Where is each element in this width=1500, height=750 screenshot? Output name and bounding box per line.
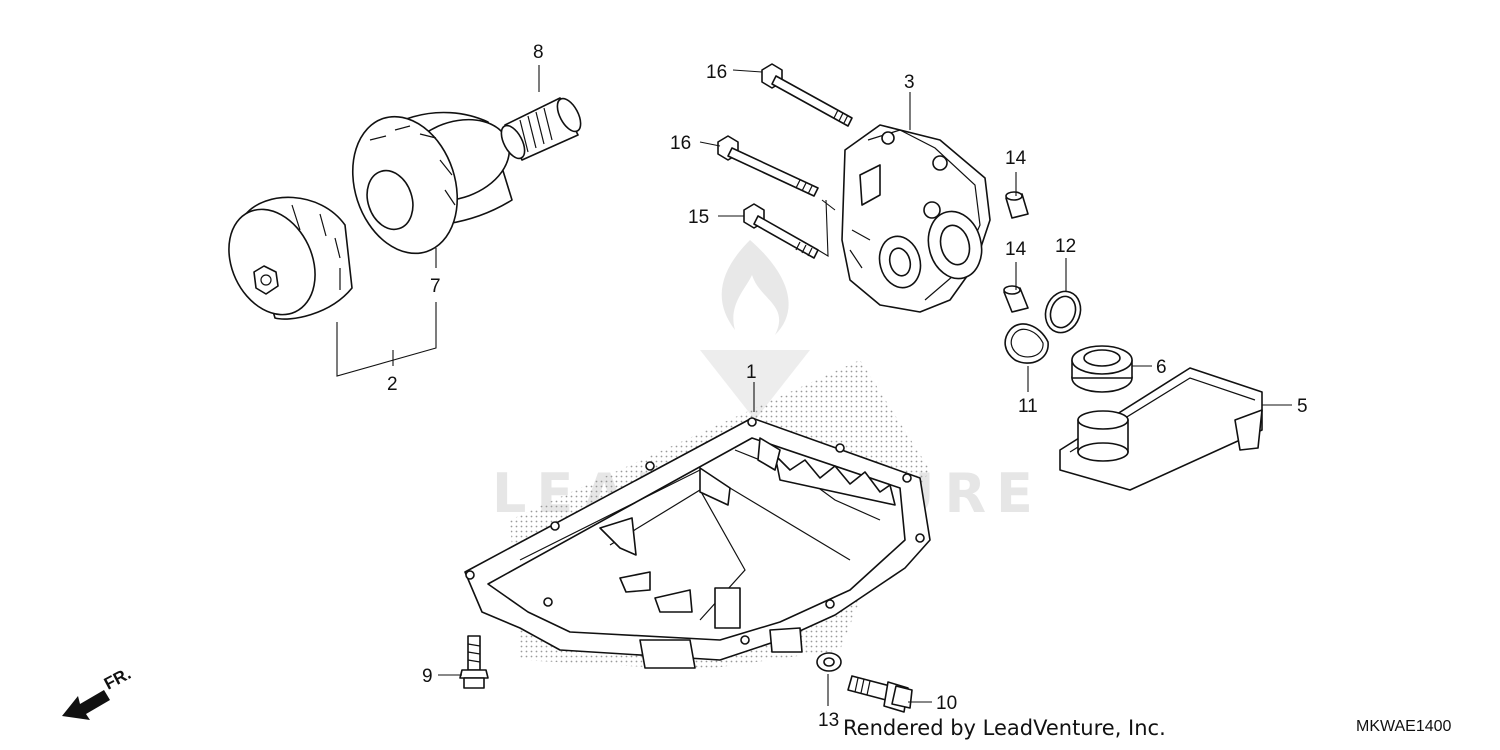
oil-filter-part-7[interactable]	[336, 103, 521, 267]
callout-label: 14	[1005, 148, 1027, 169]
bolt-part-15[interactable]	[743, 203, 819, 259]
callout-label: 1	[746, 362, 757, 383]
callout-label: 11	[1018, 396, 1038, 417]
footer-credit: Rendered by LeadVenture, Inc.	[843, 716, 1166, 740]
bolt-part-16-upper[interactable]	[761, 63, 853, 127]
callout-label: 14	[1005, 239, 1027, 260]
callout-label: 15	[688, 207, 709, 228]
front-direction-marker: FR.	[62, 664, 134, 720]
watermark-v-icon	[700, 350, 810, 420]
callout-label: 5	[1297, 396, 1308, 417]
callout-label: 10	[936, 693, 957, 714]
drain-bolt-part-10[interactable]	[847, 675, 913, 713]
dowel-pin-part-14-upper[interactable]	[1005, 191, 1029, 219]
callout-label: 8	[533, 42, 544, 63]
bolt-part-9[interactable]	[459, 635, 489, 689]
gasket-part-11[interactable]	[1004, 323, 1049, 364]
diagram-code: MKWAE1400	[1356, 718, 1452, 735]
oil-filter-assembly-bracket	[336, 302, 437, 377]
front-arrow-icon	[62, 690, 110, 720]
callout-label: 6	[1156, 357, 1167, 378]
bolt-leader	[817, 199, 836, 257]
callout-label: 2	[387, 374, 398, 395]
callout-label: 12	[1055, 236, 1076, 257]
oil-strainer-part-5[interactable]	[1059, 367, 1263, 491]
pipe-part-8[interactable]	[497, 95, 586, 162]
callout-label: 7	[430, 276, 441, 297]
bolt-part-16-lower[interactable]	[717, 135, 819, 197]
washer-part-13[interactable]	[816, 652, 842, 672]
callout-labels: 1 2 3 5 6 7 8 9 10 11 12 13 14 14 15 16 …	[387, 42, 1308, 731]
callout-label: 9	[422, 666, 433, 687]
callout-label: 13	[818, 710, 839, 731]
oil-pump-part-3[interactable]	[841, 124, 991, 313]
callout-label: 16	[670, 133, 691, 154]
callout-label: 16	[706, 62, 727, 83]
leader-lines	[435, 65, 1292, 706]
callout-label: 3	[904, 72, 915, 93]
oil-pan-part-1[interactable]	[464, 360, 931, 670]
o-ring-part-12[interactable]	[1040, 286, 1086, 337]
watermark-flame-icon	[721, 240, 789, 335]
seal-part-6[interactable]	[1071, 345, 1133, 393]
oil-filter-element-part-2[interactable]	[213, 195, 353, 329]
front-marker-label: FR.	[101, 664, 134, 694]
